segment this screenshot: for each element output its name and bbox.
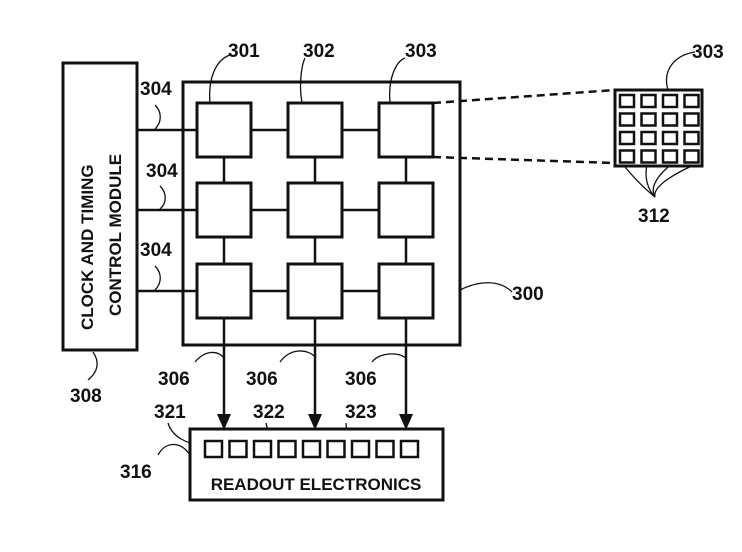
leader-301 [209, 54, 231, 104]
readout-channel [301, 439, 322, 459]
ref-306-col2: 306 [246, 369, 278, 390]
sensor-element [640, 93, 657, 109]
clock-timing-control-module [61, 61, 139, 352]
readout-channel [350, 439, 371, 459]
readout-channel [375, 439, 395, 459]
control-module-label-line1: CLOCK AND TIMING [78, 164, 97, 330]
ref-308: 308 [70, 386, 102, 407]
leader-306-col2 [279, 350, 317, 363]
readout-label: READOUT ELECTRONICS [211, 475, 422, 494]
ref-304-row1: 304 [140, 79, 172, 100]
ref-322: 322 [253, 402, 285, 423]
sensor-element [661, 93, 679, 109]
zoom-line-top [432, 88, 616, 105]
leader-312-line [624, 166, 656, 198]
ref-304-row3: 304 [140, 240, 172, 261]
leader-304-row3 [154, 265, 161, 291]
pixel-array [137, 101, 435, 320]
leaders-312 [624, 166, 690, 198]
pixel-cell-r1-c1 [195, 101, 253, 159]
sensor-element [618, 112, 636, 127]
leader-306-col3 [371, 353, 407, 363]
sensor-element-grid [618, 93, 700, 164]
column-outputs [217, 318, 413, 430]
arrow-head [399, 414, 413, 430]
readout-channel [228, 439, 248, 459]
pixel-cell-r2-c2 [286, 181, 344, 239]
leader-302 [299, 57, 306, 104]
ref-312: 312 [638, 206, 670, 227]
ref-306-col1: 306 [158, 369, 190, 390]
leader-zoomed-303 [665, 51, 696, 91]
sensor-element [618, 93, 636, 109]
sensor-element [683, 149, 700, 164]
sensor-element [661, 149, 679, 164]
leader-306-col1 [194, 351, 225, 363]
leader-312-line [645, 166, 656, 198]
ref-306-col3: 306 [345, 369, 377, 390]
ref-323: 323 [345, 402, 377, 423]
control-module-label-line2: CONTROL MODULE [106, 154, 125, 316]
arrow-head [217, 414, 231, 430]
pixel-cell-r1-c2 [286, 101, 344, 159]
ref-303: 303 [405, 41, 437, 62]
leader-312-line [652, 166, 669, 198]
readout-channel [399, 439, 420, 459]
sensor-element [640, 112, 657, 127]
arrow-head [308, 414, 322, 430]
leader-312-line [654, 166, 690, 198]
sensor-element [640, 149, 657, 164]
sensor-element [618, 149, 636, 164]
leader-303 [389, 57, 406, 104]
readout-channel [326, 439, 346, 459]
leader-300 [459, 282, 513, 293]
leader-308 [87, 351, 98, 381]
ref-301: 301 [228, 41, 260, 62]
readout-channel [252, 439, 273, 459]
ref-302: 302 [303, 41, 335, 62]
zoom-line-bottom [432, 155, 616, 165]
sensor-element [683, 112, 700, 127]
ref-zoomed-303: 303 [692, 42, 724, 63]
pixel-cell-r1-c3 [377, 101, 435, 159]
pixel-cell-r3-c1 [195, 262, 253, 320]
sensor-element [683, 93, 700, 109]
sensor-element [661, 130, 679, 146]
readout-channel [203, 439, 224, 459]
readout-channel [277, 439, 297, 459]
sensor-element [640, 130, 657, 146]
pixel-cell-r3-c2 [286, 262, 344, 320]
sensor-element [661, 112, 679, 127]
sensor-element [618, 130, 636, 146]
leader-304-row2 [159, 185, 166, 210]
ref-304-row2: 304 [146, 161, 178, 182]
ref-316: 316 [120, 462, 152, 483]
pixel-cell-r3-c3 [377, 262, 435, 320]
pixel-cell-r2-c3 [377, 181, 435, 239]
ref-321: 321 [154, 402, 186, 423]
leader-316 [157, 443, 191, 456]
ref-300: 300 [512, 284, 544, 305]
pixel-cell-r2-c1 [195, 181, 253, 239]
readout-channels [203, 439, 420, 459]
leader-304-row1 [154, 104, 161, 130]
sensor-element [683, 130, 700, 146]
